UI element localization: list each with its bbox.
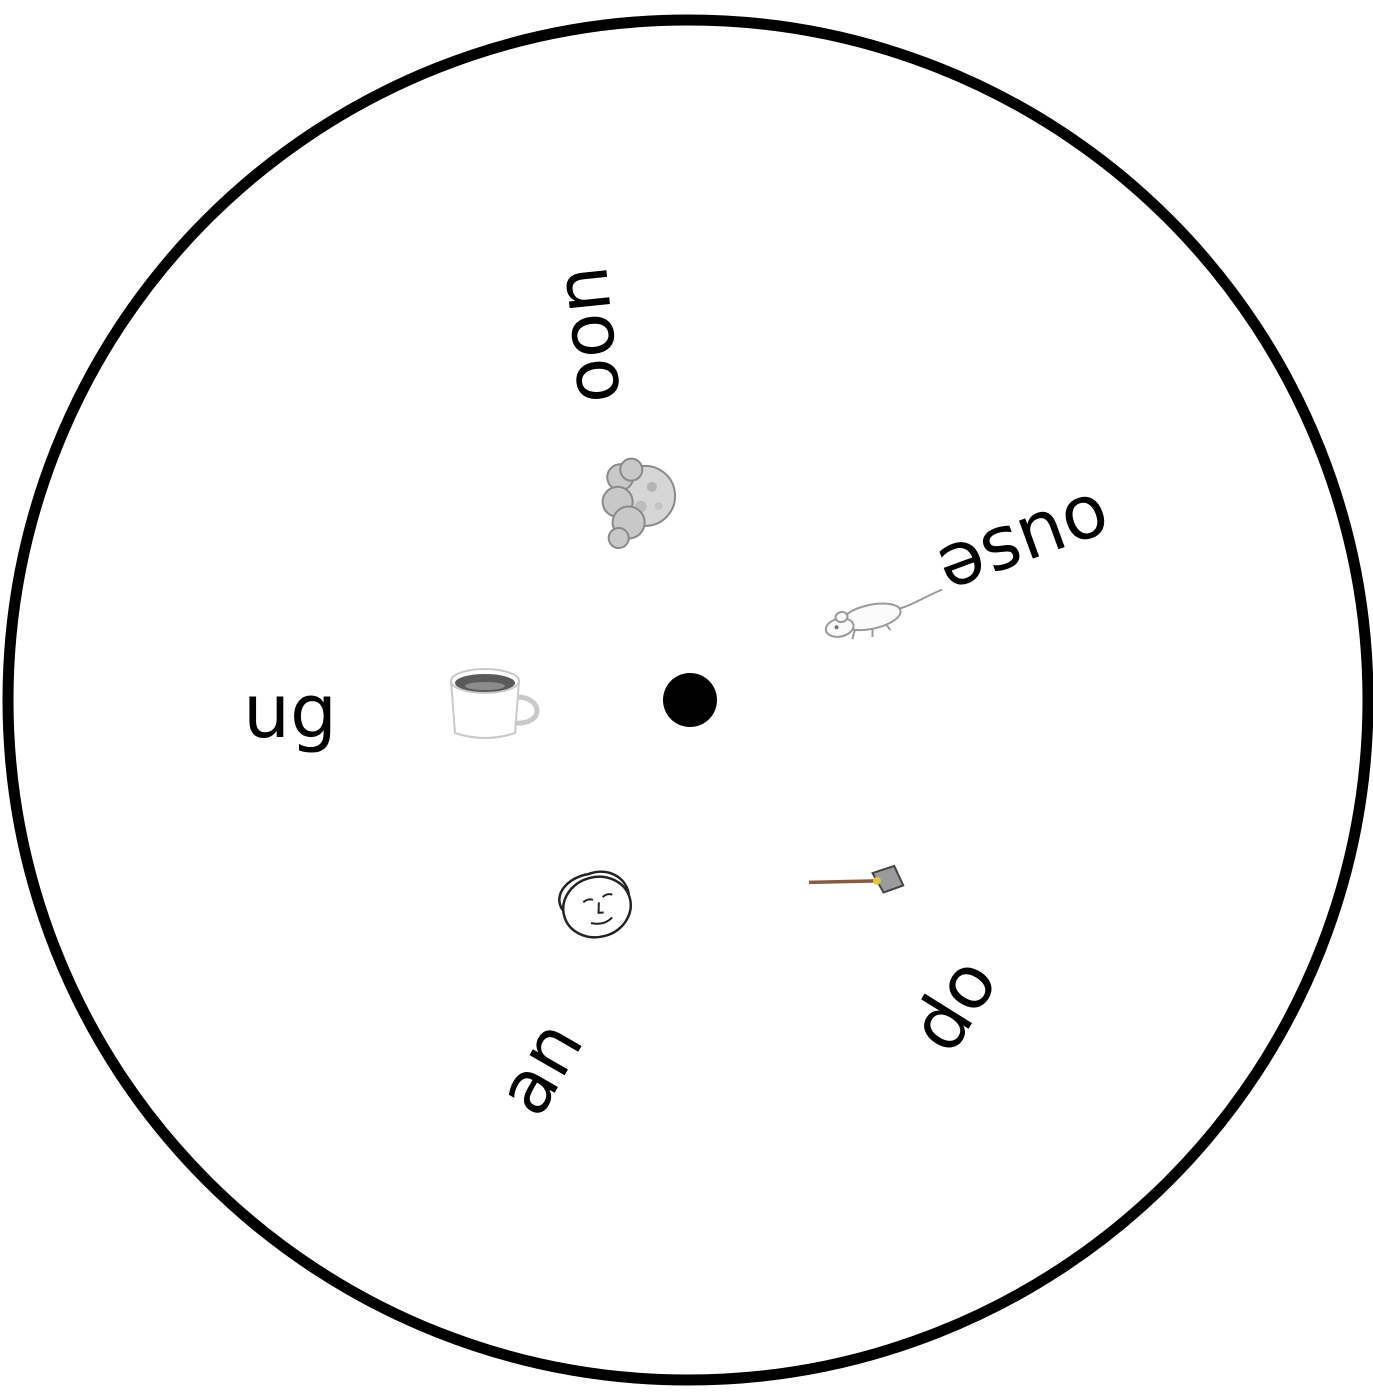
word-segment-oon: oon <box>538 262 638 408</box>
word-segment-ug: ug <box>243 669 337 755</box>
center-pivot-dot <box>663 673 717 727</box>
word-label-ug: ug <box>243 669 337 755</box>
word-label-oon: oon <box>538 262 638 408</box>
